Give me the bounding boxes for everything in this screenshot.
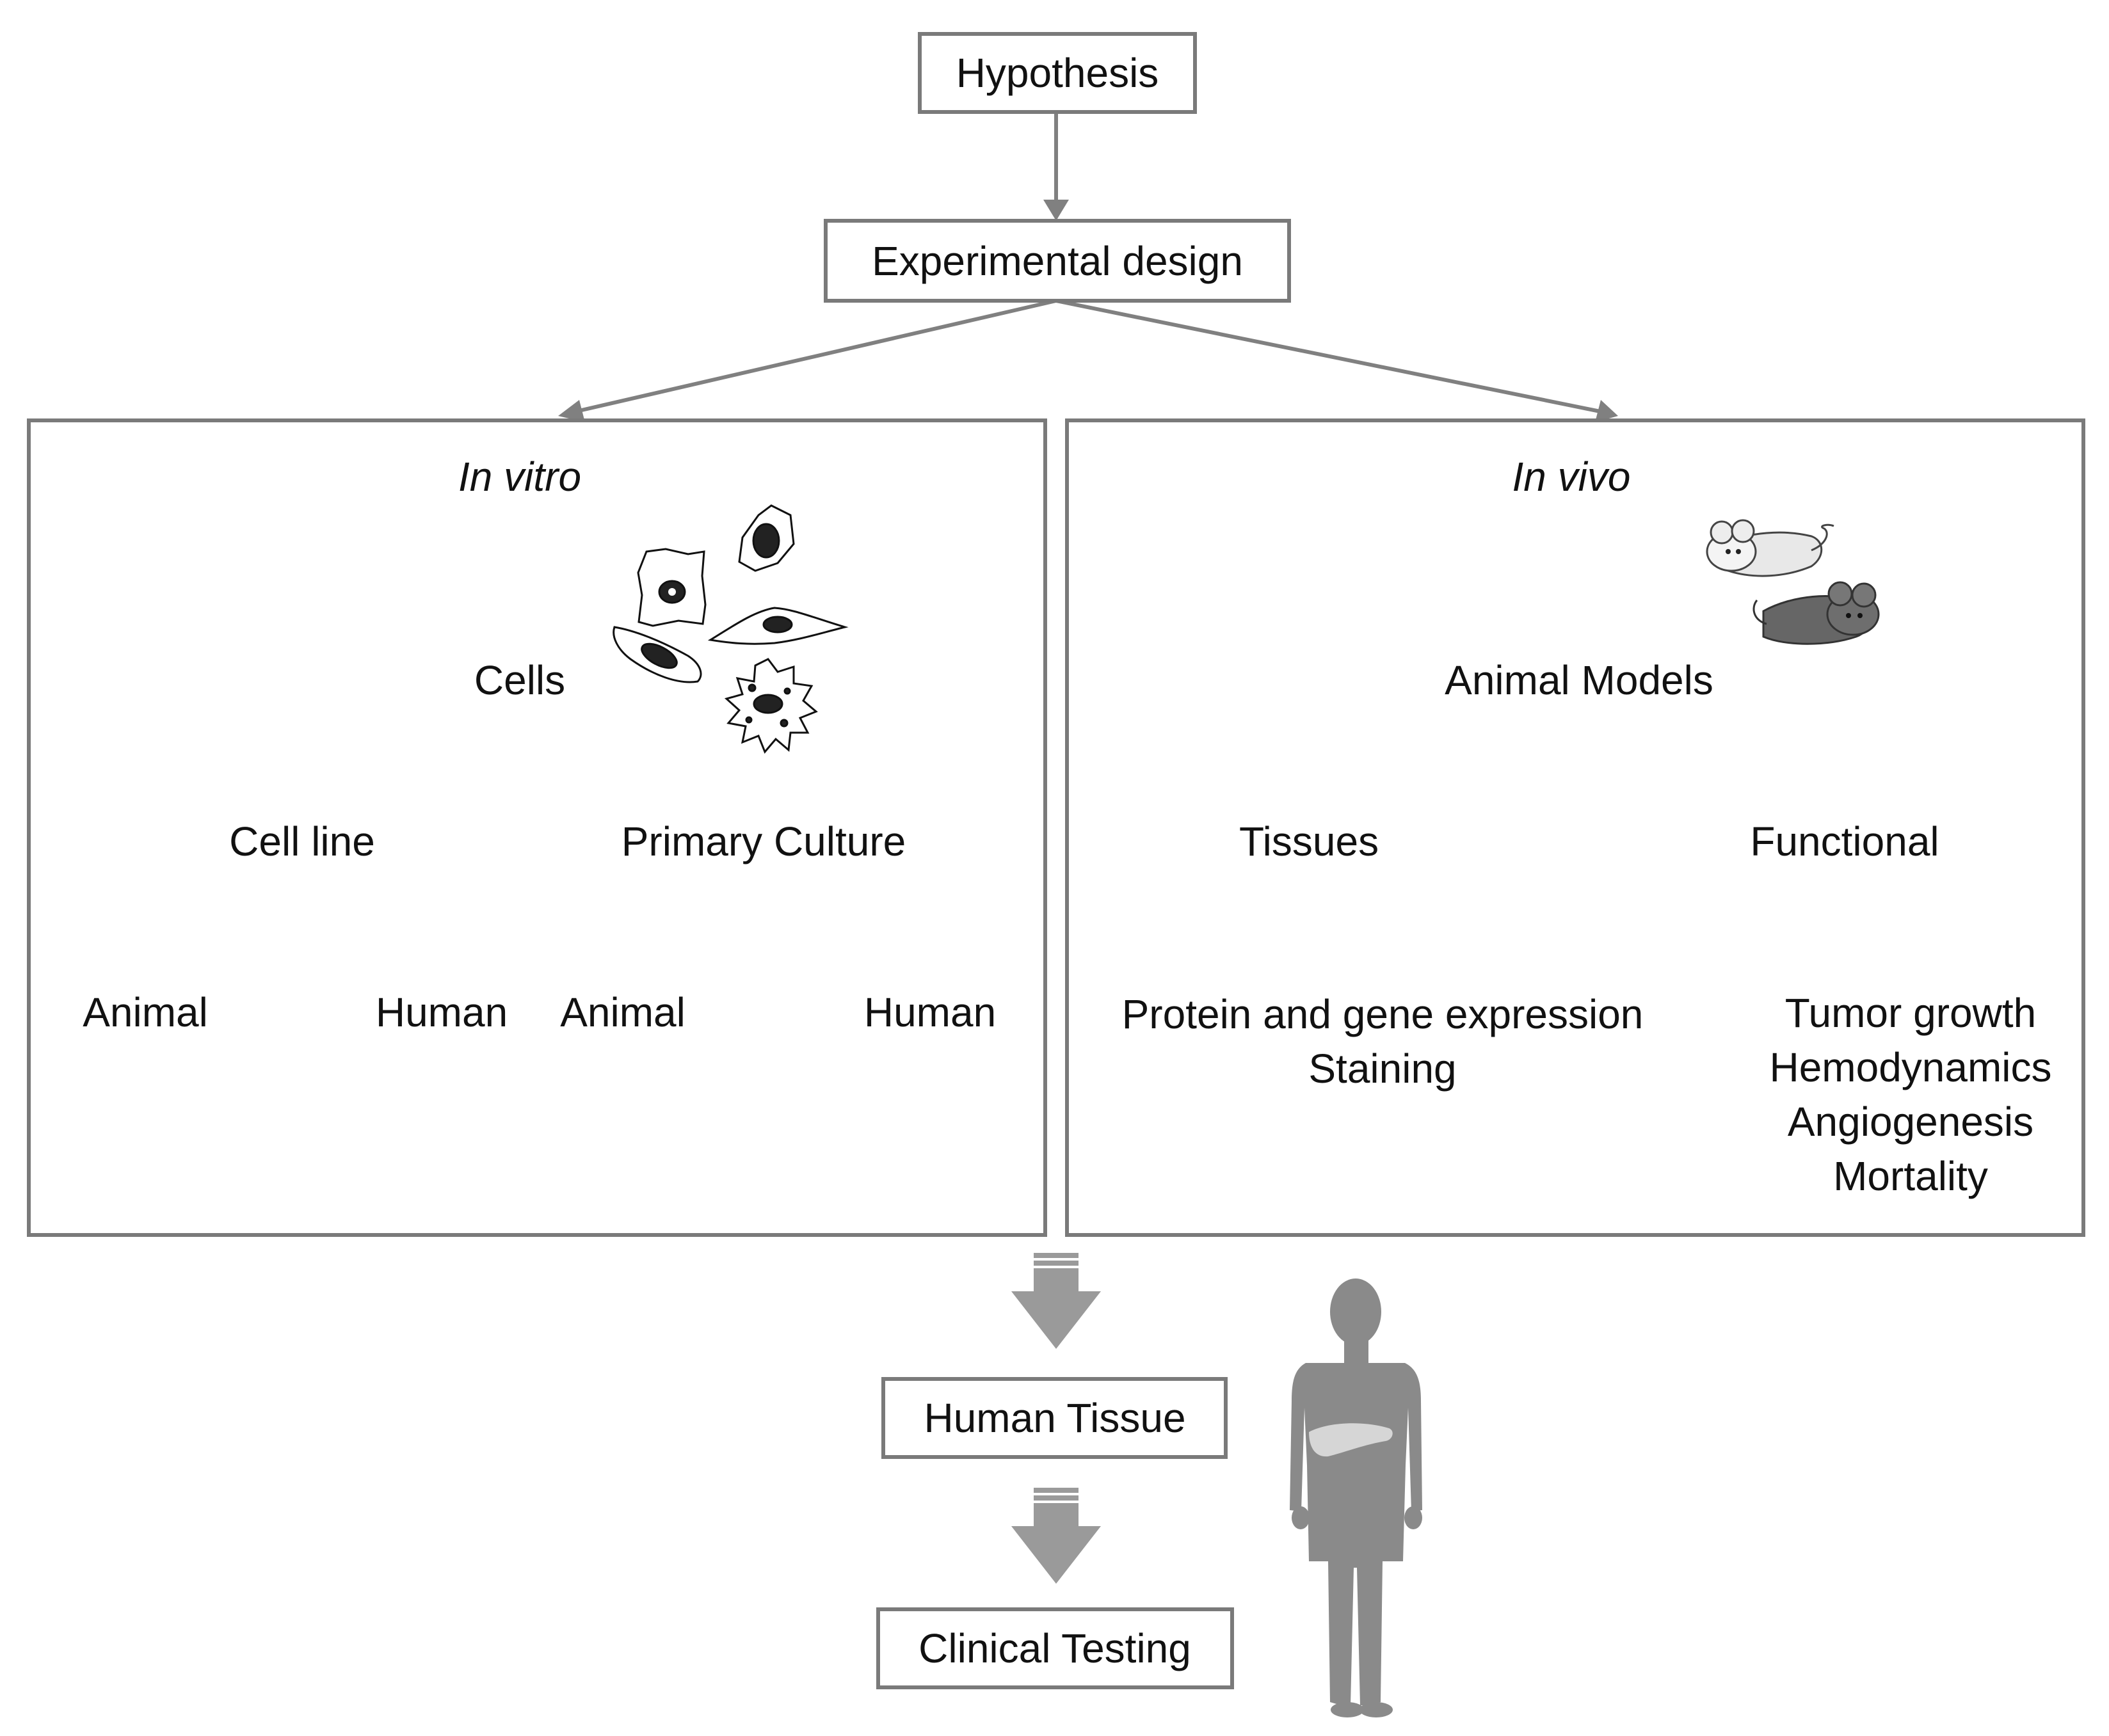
tissues-outcome-2: Staining <box>1308 1046 1456 1092</box>
cells-icon <box>613 504 849 754</box>
cell-line-animal-label: Animal <box>83 989 208 1035</box>
big-arrow-2 <box>1011 1488 1101 1584</box>
functional-outcome-4: Mortality <box>1833 1153 1988 1199</box>
human-tissue-label: Human Tissue <box>924 1395 1185 1441</box>
in-vitro-panel: In vitro Cells Cell line Primary Culture… <box>27 418 1047 1237</box>
hypothesis-node: Hypothesis <box>918 32 1197 114</box>
functional-outcome-3: Angiogenesis <box>1788 1099 2033 1145</box>
big-arrow-1 <box>1011 1253 1101 1349</box>
primary-human-label: Human <box>864 989 996 1035</box>
animal-models-label: Animal Models <box>1445 657 1713 703</box>
human-tissue-node: Human Tissue <box>881 1377 1228 1459</box>
primary-animal-label: Animal <box>560 989 686 1035</box>
experimental-design-node: Experimental design <box>824 219 1291 303</box>
in-vitro-title: In vitro <box>458 454 581 500</box>
cells-label: Cells <box>474 657 565 703</box>
clinical-testing-label: Clinical Testing <box>918 1625 1191 1671</box>
cell-line-human-label: Human <box>376 989 508 1035</box>
hypothesis-label: Hypothesis <box>956 50 1159 96</box>
functional-label: Functional <box>1750 818 1939 864</box>
functional-outcome-2: Hemodynamics <box>1769 1044 2051 1090</box>
mice-icon <box>1706 519 1880 645</box>
tissues-label: Tissues <box>1239 818 1379 864</box>
functional-outcome-1: Tumor growth <box>1785 990 2036 1036</box>
in-vivo-panel: In vivo Animal Models Tissues Functional… <box>1065 418 2085 1237</box>
tissues-outcome-1: Protein and gene expression <box>1122 991 1644 1037</box>
experimental-design-label: Experimental design <box>872 238 1243 284</box>
liver-icon <box>1309 1423 1393 1457</box>
cell-line-label: Cell line <box>229 818 375 864</box>
human-body-icon <box>1290 1278 1422 1717</box>
primary-culture-label: Primary Culture <box>621 818 906 864</box>
in-vivo-title: In vivo <box>1512 454 1631 500</box>
clinical-testing-node: Clinical Testing <box>876 1607 1234 1689</box>
